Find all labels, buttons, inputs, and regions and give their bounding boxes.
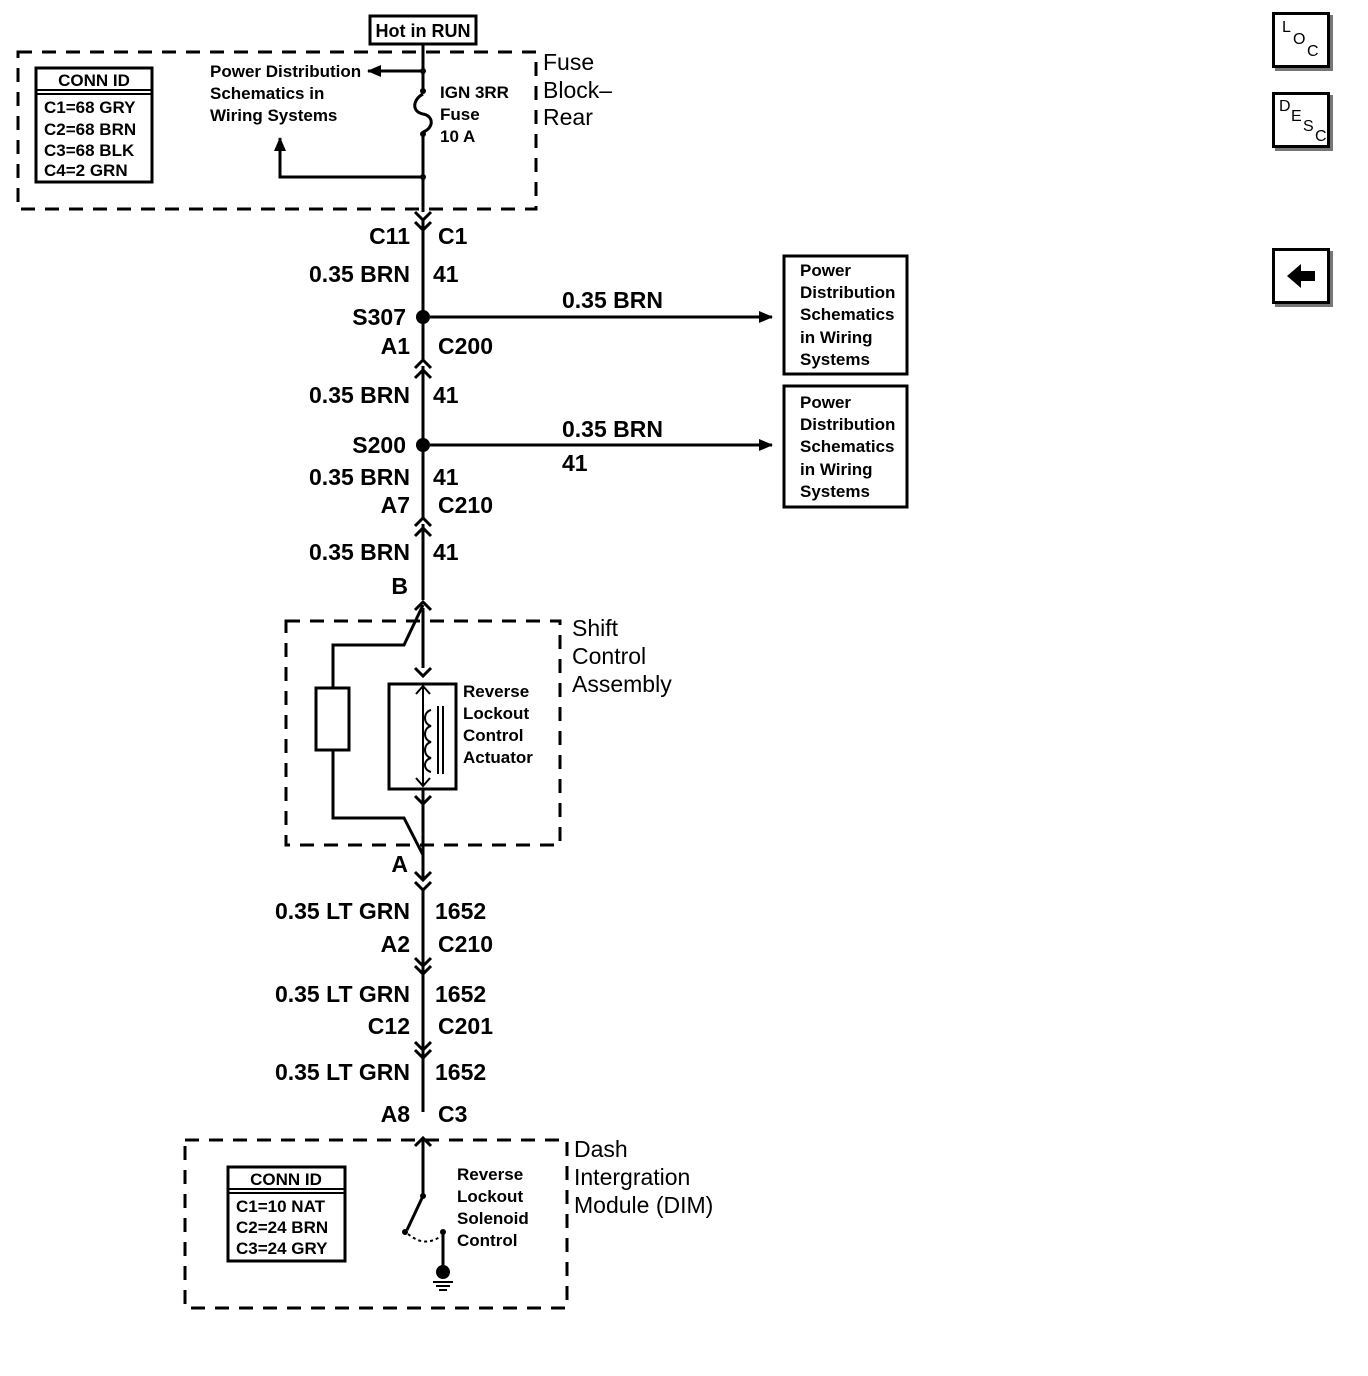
conn-id-row: C1=10 NAT — [236, 1197, 326, 1216]
back-button[interactable] — [1272, 248, 1330, 304]
fuse-block-title-3: Rear — [543, 104, 593, 130]
connector-c12: C12 — [368, 1013, 410, 1039]
wire-circuit-label: 1652 — [435, 898, 486, 924]
branch-wire-color: 0.35 BRN — [562, 287, 663, 313]
wire-circuit-label: 41 — [433, 464, 459, 490]
loc-letter: C — [1307, 43, 1319, 60]
solenoid-label: Reverse — [457, 1165, 523, 1184]
desc-button[interactable]: D E S C — [1272, 92, 1330, 148]
connector-c210: C210 — [438, 492, 493, 518]
coil-icon — [424, 709, 432, 773]
pd-box-line: Systems — [800, 350, 870, 369]
pd-box-line: Systems — [800, 482, 870, 501]
diode-component — [314, 686, 351, 752]
pd-box-line: in Wiring — [800, 328, 873, 347]
fuse-ign-3rr-symbol — [413, 92, 433, 134]
actuator-label: Lockout — [463, 704, 529, 723]
actuator-label: Actuator — [463, 748, 533, 767]
wire-circuit-label: 1652 — [435, 1059, 486, 1085]
dim-title-1: Dash — [574, 1136, 628, 1162]
fuse-label-1: IGN 3RR — [440, 83, 509, 102]
fuse-block-title-1: Fuse — [543, 49, 594, 75]
branch-wire-color: 0.35 BRN — [562, 416, 663, 442]
hot-in-run-label: Hot in RUN — [376, 21, 471, 41]
conn-id-row: C2=24 BRN — [236, 1218, 328, 1237]
desc-letter: D — [1279, 98, 1291, 115]
pd-ref-line: Schematics in — [210, 84, 324, 103]
pd-box-line: Distribution — [800, 283, 895, 302]
branch-wire-circuit: 41 — [562, 450, 588, 476]
pd-box-line: Schematics — [800, 305, 895, 324]
pd-box-line: Distribution — [800, 415, 895, 434]
pd-ref-line: Power Distribution — [210, 62, 361, 81]
loc-letter: L — [1282, 19, 1291, 36]
fuse-block-title-2: Block– — [543, 77, 612, 103]
splice-s307-label: S307 — [352, 304, 406, 330]
conn-id-title: CONN ID — [58, 71, 130, 90]
solenoid-label: Solenoid — [457, 1209, 529, 1228]
dim-title-3: Module (DIM) — [574, 1192, 713, 1218]
dim-title-2: Intergration — [574, 1164, 690, 1190]
pd-box-line: Schematics — [800, 437, 895, 456]
pd-schematics-box-1[interactable]: Power Distribution Schematics in Wiring … — [782, 254, 909, 376]
actuator-label: Control — [463, 726, 523, 745]
pd-box-line: in Wiring — [800, 460, 873, 479]
dim-conn-id-table: CONN ID C1=10 NAT C2=24 BRN C3=24 GRY — [226, 1165, 347, 1263]
loc-letter: O — [1293, 31, 1306, 48]
connector-c1: C1 — [438, 223, 468, 249]
fuse-block-conn-id-table: CONN ID C1=68 GRY C2=68 BRN C3=68 BLK C4… — [34, 66, 154, 184]
connector-a2: A2 — [381, 931, 410, 957]
actuator-label: Reverse — [463, 682, 529, 701]
pin-b-label: B — [391, 573, 408, 599]
fuse-label-2: Fuse — [440, 105, 480, 124]
conn-id-row: C3=24 GRY — [236, 1239, 328, 1258]
shift-control-title-2: Control — [572, 643, 646, 669]
connector-a8: A8 — [381, 1101, 411, 1127]
wire-circuit-label: 41 — [433, 539, 459, 565]
solenoid-label: Control — [457, 1231, 517, 1250]
connector-c201: C201 — [438, 1013, 493, 1039]
wire-circuit-label: 41 — [433, 382, 459, 408]
desc-letter: C — [1315, 128, 1327, 145]
wire-color-label: 0.35 LT GRN — [275, 981, 410, 1007]
wire-circuit-label: 41 — [433, 261, 459, 287]
conn-id-row: C1=68 GRY — [44, 98, 136, 117]
wire-color-label: 0.35 LT GRN — [275, 898, 410, 924]
wire-color-label: 0.35 BRN — [309, 382, 410, 408]
shift-control-title-1: Shift — [572, 615, 619, 641]
pd-feedback-arrow — [274, 137, 423, 179]
conn-id-title: CONN ID — [250, 1170, 322, 1189]
solenoid-switch — [405, 1195, 425, 1231]
loc-button[interactable]: L O C — [1272, 12, 1330, 68]
pd-ref-line: Wiring Systems — [210, 106, 337, 125]
fuse-label-3: 10 A — [440, 127, 475, 146]
connector-c210-lower: C210 — [438, 931, 493, 957]
conn-id-row: C2=68 BRN — [44, 120, 136, 139]
connector-c11: C11 — [369, 223, 410, 249]
wire-color-label: 0.35 BRN — [309, 539, 410, 565]
desc-letter: E — [1291, 108, 1302, 125]
connector-a1: A1 — [381, 333, 411, 359]
solenoid-label: Lockout — [457, 1187, 523, 1206]
conn-id-row: C4=2 GRN — [44, 161, 128, 180]
shift-control-title-3: Assembly — [572, 671, 672, 697]
desc-letter: S — [1303, 118, 1314, 135]
wire-color-label: 0.35 BRN — [309, 464, 410, 490]
ground-icon — [433, 1265, 453, 1291]
pin-a-label: A — [391, 851, 408, 877]
wire-color-label: 0.35 BRN — [309, 261, 410, 287]
dim-module-outline — [183, 1138, 569, 1310]
wire-circuit-label: 1652 — [435, 981, 486, 1007]
connector-c3: C3 — [438, 1101, 467, 1127]
conn-id-row: C3=68 BLK — [44, 141, 135, 160]
left-arrow-icon — [1287, 264, 1315, 288]
connector-a7: A7 — [381, 492, 410, 518]
connector-c200: C200 — [438, 333, 493, 359]
pd-box-line: Power — [800, 261, 851, 280]
pd-box-line: Power — [800, 393, 851, 412]
splice-s200-label: S200 — [352, 432, 406, 458]
wire-color-label: 0.35 LT GRN — [275, 1059, 410, 1085]
pd-schematics-box-2[interactable]: Power Distribution Schematics in Wiring … — [782, 384, 909, 509]
